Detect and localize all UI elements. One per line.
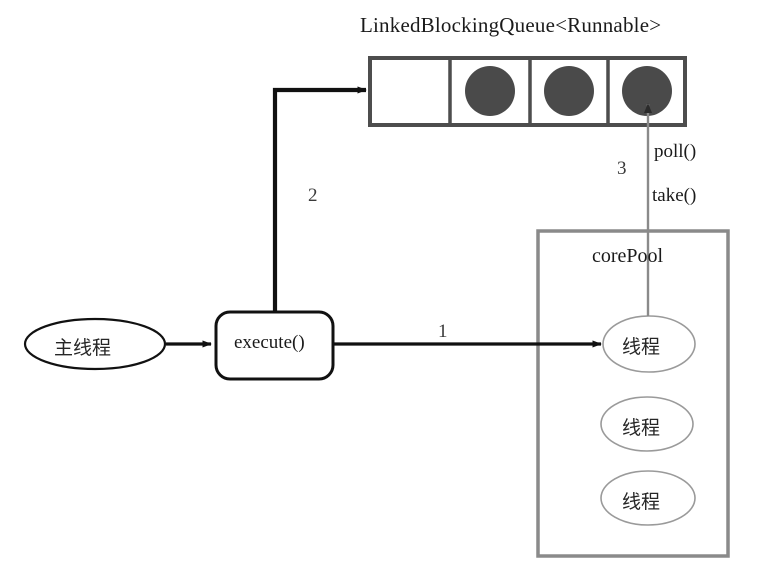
execute-label: execute() <box>234 332 305 353</box>
take-method-label: take() <box>652 185 697 206</box>
thread-ellipse <box>600 470 696 526</box>
step-1-label: 1 <box>438 321 448 342</box>
step-2-label: 2 <box>308 185 318 206</box>
poll-method-label: poll() <box>654 141 697 162</box>
thread-label-1: 线程 <box>622 336 661 358</box>
queue-title: LinkedBlockingQueue<Runnable> <box>360 13 662 37</box>
step-3-label: 3 <box>617 158 627 179</box>
main-thread-ellipse <box>23 317 167 371</box>
arrow-step2-execute-to-queue <box>272 86 367 311</box>
thread-label-3: 线程 <box>622 491 661 513</box>
thread-ellipse <box>600 396 694 452</box>
queue-task-circle <box>544 66 594 116</box>
queue-task-circle <box>465 66 515 116</box>
main-thread-label: 主线程 <box>54 337 112 359</box>
queue-task-circle <box>622 66 672 116</box>
thread-label-2: 线程 <box>622 417 661 439</box>
core-pool-label: corePool <box>592 245 664 267</box>
